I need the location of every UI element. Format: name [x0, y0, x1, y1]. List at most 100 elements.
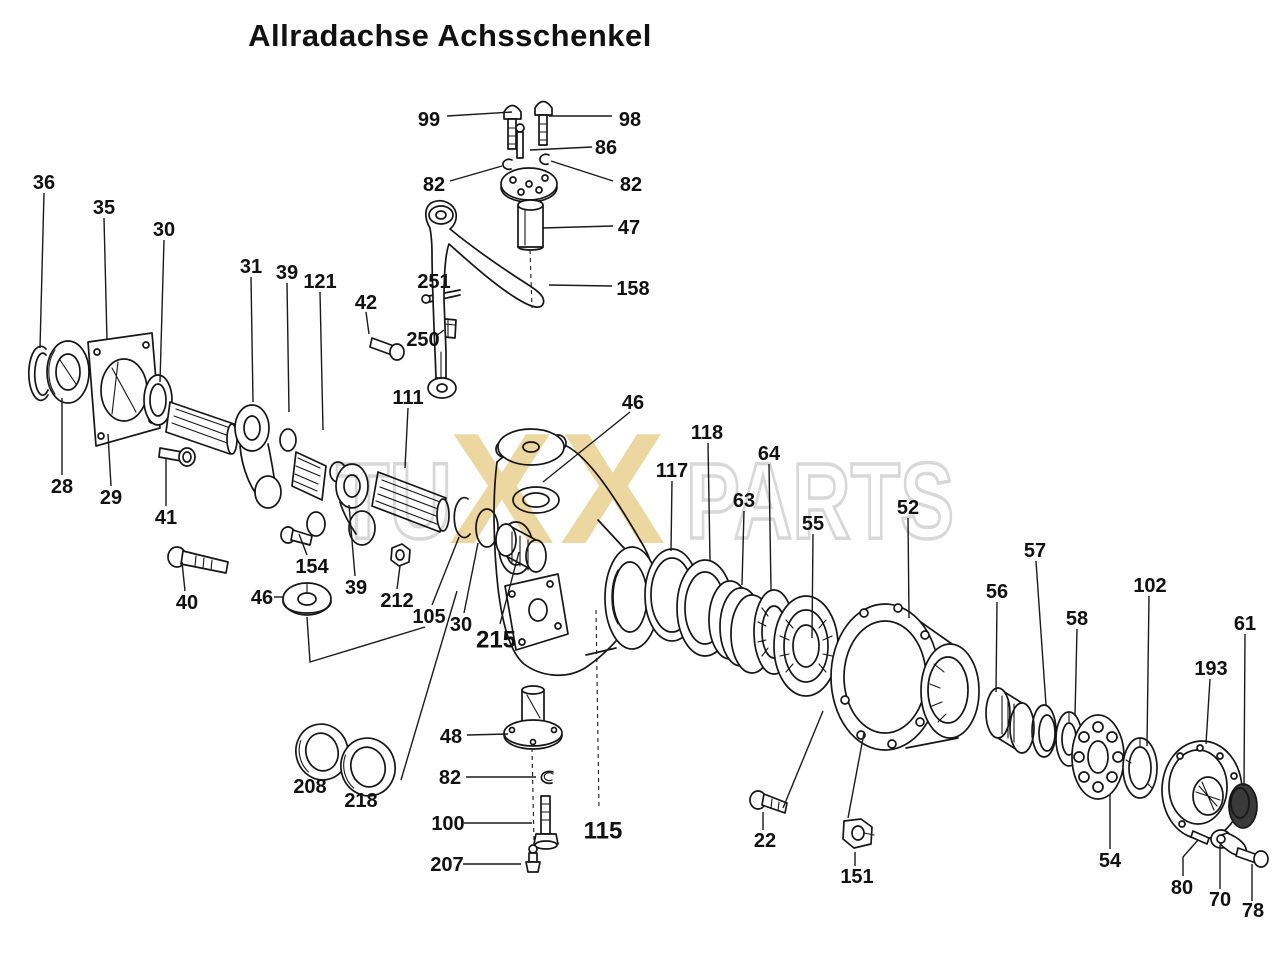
part-label-29: 29 [100, 487, 122, 509]
part-seal-208 [295, 723, 349, 781]
part-stud-98 [534, 100, 553, 146]
leader-line-52 [907, 517, 910, 619]
leader-line-158 [548, 284, 613, 287]
diagram-art [27, 100, 1269, 873]
part-label-251: 251 [417, 271, 450, 293]
part-snap-ring [27, 345, 49, 402]
leader-line-30 [463, 542, 479, 614]
part-label-80: 80 [1171, 877, 1193, 899]
leader-line-250 [435, 329, 445, 337]
leader-line-64 [768, 463, 772, 591]
leader-line-39 [286, 282, 290, 413]
leader-line-82 [550, 160, 614, 182]
leader-line-35 [103, 217, 108, 341]
part-knuckle-housing [493, 428, 660, 677]
part-washer-82-left [502, 158, 513, 171]
part-label-39: 39 [345, 577, 367, 599]
part-label-102: 102 [1133, 575, 1166, 597]
part-label-154: 154 [295, 556, 329, 578]
part-bolt-40 [167, 546, 229, 574]
part-label-99: 99 [418, 109, 440, 131]
part-label-121: 121 [303, 271, 336, 293]
part-label-54: 54 [1099, 850, 1122, 872]
part-nut-212 [390, 543, 411, 567]
leader-line-56 [995, 601, 998, 693]
leader-line-111 [404, 407, 409, 469]
part-wheel-hub-52 [830, 603, 980, 751]
part-label-39: 39 [276, 262, 298, 284]
part-bolt-22 [749, 790, 788, 814]
part-label-31: 31 [240, 256, 262, 278]
part-label-57: 57 [1024, 540, 1046, 562]
part-label-215: 215 [476, 626, 516, 653]
part-bearing-55 [773, 595, 839, 697]
part-label-56: 56 [986, 581, 1008, 603]
leader-line-154 [298, 533, 308, 556]
leader-line-31 [250, 276, 254, 403]
leader-line-102 [1146, 595, 1150, 747]
part-lock-nut-102 [1122, 737, 1158, 799]
part-label-22: 22 [754, 830, 776, 852]
part-label-61: 61 [1234, 613, 1256, 635]
leader-line-48 [466, 733, 509, 736]
leader-line-212 [396, 565, 401, 590]
part-label-82: 82 [439, 767, 461, 789]
part-label-70: 70 [1209, 889, 1231, 911]
part-label-98: 98 [619, 109, 641, 131]
part-bolt-100 [533, 795, 559, 850]
part-stub-shaft-111 [371, 471, 450, 533]
part-seal-218 [340, 737, 396, 797]
part-label-28: 28 [51, 476, 73, 498]
part-grease-fitting-207 [525, 844, 541, 873]
leader-line-118 [707, 442, 711, 561]
part-label-30: 30 [153, 219, 175, 241]
part-label-218: 218 [344, 790, 377, 812]
part-flange-plate [87, 332, 161, 447]
part-bolt-42 [369, 337, 405, 361]
leader-line-29 [107, 433, 112, 487]
watermark-text-left: TU [336, 440, 452, 561]
leader-line-58 [1074, 628, 1078, 717]
part-label-78: 78 [1242, 900, 1264, 922]
leader-line-39 [348, 504, 356, 577]
leader-line-42 [365, 311, 370, 335]
part-label-82: 82 [620, 174, 642, 196]
part-cap-flange-193 [1161, 740, 1243, 840]
page-title: Allradachse Achsschenkel [248, 18, 652, 53]
part-ring-30b [475, 508, 499, 548]
part-label-118: 118 [691, 422, 723, 444]
part-label-212: 212 [380, 590, 413, 612]
part-label-40: 40 [176, 592, 198, 614]
leader-line-57 [1035, 560, 1047, 706]
part-label-47: 47 [618, 217, 640, 239]
part-yoke-2 [335, 463, 376, 546]
part-plug-61 [1228, 783, 1258, 829]
part-pin-80 [1190, 830, 1210, 845]
watermark-x1: X [449, 401, 554, 577]
part-bolt-41 [158, 447, 196, 467]
leader-line-63 [741, 510, 745, 586]
part-label-52: 52 [897, 497, 919, 519]
part-label-46: 46 [251, 587, 273, 609]
part-yoke-31 [234, 404, 282, 509]
leader-line-82 [449, 165, 503, 182]
leader-line-55 [811, 533, 814, 639]
part-sleeve-56 [985, 687, 1035, 754]
dashed-chain-2 [531, 747, 535, 843]
part-label-64: 64 [758, 443, 781, 465]
part-label-158: 158 [616, 278, 649, 300]
dashed-chain-1 [529, 249, 533, 309]
leader-line-36 [39, 192, 45, 349]
watermark: TU X X PARTS [334, 401, 956, 577]
part-splined-shaft [165, 401, 238, 455]
part-washer-82-bottom [540, 770, 554, 785]
part-bushing-215 [495, 523, 547, 573]
leader-line-30 [159, 239, 165, 383]
part-kingpin-48 [503, 685, 563, 750]
leader-line-193 [1205, 678, 1211, 745]
watermark-text-right: PARTS [686, 440, 954, 561]
leader-chains [306, 249, 865, 843]
